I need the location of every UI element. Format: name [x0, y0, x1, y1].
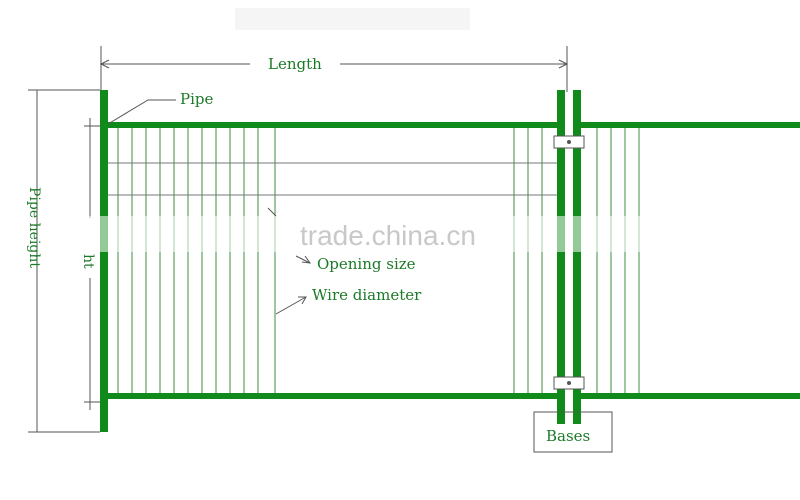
base-post-stub-right: [573, 412, 581, 424]
bases-label: Bases: [546, 427, 590, 445]
left-post: [100, 90, 108, 432]
pipe-height-dimension: [28, 89, 100, 433]
clamps: [553, 135, 585, 390]
middle-post-right: [573, 90, 581, 427]
height-label: ht: [80, 254, 96, 269]
wire-mesh-right: [596, 128, 640, 393]
bottom-rail-right-panel: [581, 393, 800, 399]
top-rail-right-panel: [581, 122, 800, 128]
top-rail-left-panel: [100, 122, 558, 128]
wire-diameter-leader: [275, 296, 307, 315]
faded-title-block: [235, 8, 470, 30]
middle-post-left: [557, 90, 565, 427]
watermark-band: [70, 216, 650, 252]
pipe-leader: [107, 99, 176, 125]
wire-mesh-left: [117, 128, 543, 393]
pipe-label: Pipe: [180, 90, 213, 108]
fence-frame: [100, 90, 800, 432]
opening-size-label: Opening size: [317, 255, 416, 273]
pipe-height-label: Pipe height: [26, 187, 42, 268]
length-label: Length: [268, 55, 322, 73]
horizontal-wires-left: [108, 162, 557, 196]
wire-diameter-label: Wire diameter: [312, 286, 422, 304]
watermark-text: trade.china.cn: [300, 220, 476, 251]
bottom-rail-left-panel: [100, 393, 558, 399]
base-post-stub-left: [557, 412, 565, 424]
length-dimension: [99, 46, 569, 92]
opening-size-leader: [267, 207, 312, 264]
